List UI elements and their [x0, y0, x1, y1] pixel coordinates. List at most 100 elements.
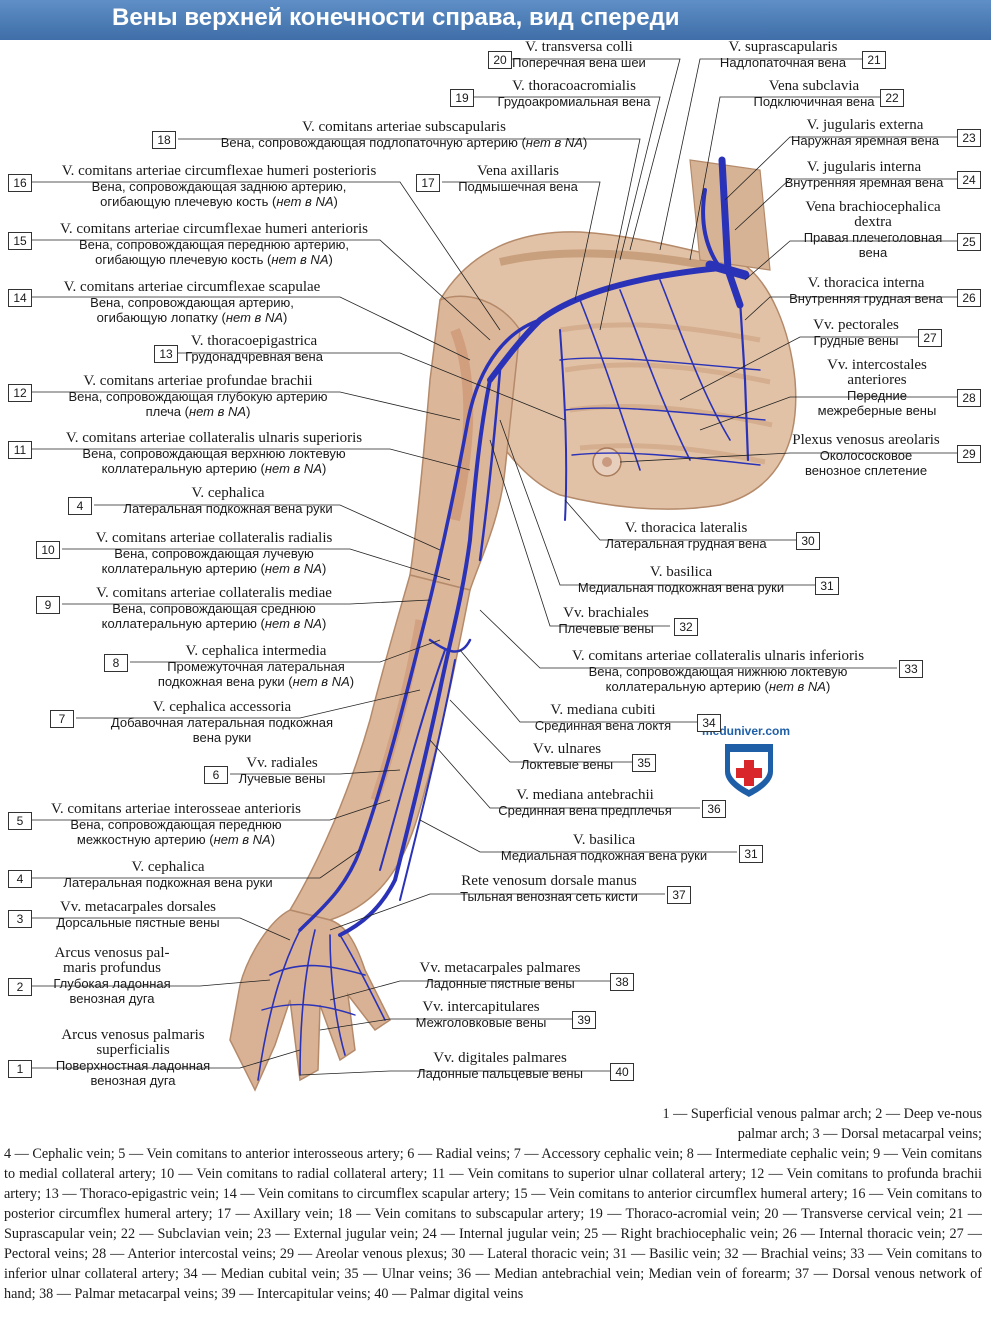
russian-term: Латеральная подкожная вена руки: [123, 501, 333, 516]
label-number: 32: [674, 618, 698, 636]
latin-term: Vv. pectorales: [813, 317, 899, 333]
label-number: 23: [957, 129, 981, 147]
russian-term: Ладонные пястные вены: [425, 976, 575, 991]
russian-term: Вена, сопровождающая нижнюю локтевую: [588, 664, 848, 679]
russian-term: Вена, сопровождающая глубокую артерию: [68, 389, 328, 404]
russian-term: огибающую лопатку (нет в NA): [96, 310, 288, 325]
russian-term: Вена, сопровождающая артерию,: [90, 295, 294, 310]
russian-term: Вена, сопровождающая переднюю: [70, 817, 282, 832]
latin-term: Arcus venosus pal-: [54, 945, 170, 961]
russian-term: Внутренняя грудная вена: [789, 291, 943, 306]
latin-term: Rete venosum dorsale manus: [461, 873, 637, 889]
label-number: 37: [667, 886, 691, 904]
label-number: 30: [796, 532, 820, 550]
russian-term: Промежуточная латеральная: [167, 659, 345, 674]
body-silhouette: [229, 159, 797, 1092]
russian-term: Дорсальные пястные вены: [56, 915, 220, 930]
russian-term: Грудонадчревная вена: [185, 349, 323, 364]
label-33: V. comitans arteriae collateralis ulnari…: [572, 649, 864, 695]
latin-term: V. comitans arteriae subscapularis: [302, 119, 506, 135]
russian-term: Срединная вена локтя: [534, 718, 672, 733]
latin-term: anteriores: [847, 372, 907, 388]
label-number: 9: [36, 596, 60, 614]
russian-term: Подмышечная вена: [458, 179, 578, 194]
latin-term: Arcus venosus palmaris: [61, 1027, 205, 1043]
russian-term: венозная дуга: [90, 1073, 176, 1088]
latin-term: V. jugularis externa: [806, 117, 924, 133]
russian-term: Околососковое: [819, 448, 913, 463]
anatomy-illustration: [32, 58, 957, 1092]
label-number: 17: [416, 174, 440, 192]
russian-term: Правая плечеголовная: [803, 230, 943, 245]
russian-term: Вена, сопровождающая подлопаточную артер…: [220, 135, 588, 150]
russian-term: Вена, сопровождающая среднюю: [112, 601, 316, 616]
russian-term: плеча (нет в NA): [145, 404, 251, 419]
title-bar: Вены верхней конечности справа, вид спер…: [0, 0, 991, 40]
latin-term: V. jugularis interna: [806, 159, 922, 175]
russian-term: Добавочная латеральная подкожная: [110, 715, 334, 730]
label-number: 16: [8, 174, 32, 192]
figure-legend: 1 — Superficial venous palmar arch; 2 — …: [4, 1104, 982, 1304]
russian-term: Надлопаточная вена: [719, 55, 847, 70]
label-number: 33: [899, 660, 923, 678]
latin-term: V. basilica: [572, 832, 636, 848]
russian-term: вена руки: [192, 730, 252, 745]
latin-term: V. comitans arteriae circumflexae scapul…: [63, 279, 321, 295]
russian-term: огибающую плечевую кость (нет в NA): [100, 194, 338, 209]
latin-term: V. cephalica: [191, 485, 265, 501]
label-number: 19: [450, 89, 474, 107]
russian-term: коллатеральную артерию (нет в NA): [605, 679, 831, 694]
label-number: 4: [8, 870, 32, 888]
latin-term: V. cephalica: [131, 859, 205, 875]
latin-term: Vena axillaris: [476, 163, 560, 179]
latin-term: Vena subclavia: [768, 78, 860, 94]
latin-term: V. suprascapularis: [728, 39, 838, 55]
label-number: 10: [36, 541, 60, 559]
latin-term: V. basilica: [649, 564, 713, 580]
russian-term: венозная дуга: [69, 991, 155, 1006]
label-number: 25: [957, 233, 981, 251]
latin-term: Plexus venosus areolaris: [792, 432, 940, 448]
russian-term: Наружная яремная вена: [790, 133, 940, 148]
label-number: 11: [8, 441, 32, 459]
label-number: 29: [957, 445, 981, 463]
label-9: V. comitans arteriae collateralis mediae…: [96, 586, 332, 632]
russian-term: Поперечная вена шеи: [512, 55, 646, 70]
russian-term: огибающую плечевую кость (нет в NA): [95, 252, 333, 267]
russian-term: Лучевые вены: [238, 771, 326, 786]
legend-body: 4 — Cephalic vein; 5 — Vein comitans to …: [4, 1146, 982, 1302]
label-number: 39: [572, 1011, 596, 1029]
latin-term: Vv. metacarpales palmares: [419, 960, 581, 976]
russian-term: межреберные вены: [817, 403, 937, 418]
latin-term: V. cephalica intermedia: [185, 643, 327, 659]
russian-term: Тыльная венозная сеть кисти: [460, 889, 638, 904]
latin-term: Vv. ulnares: [532, 741, 602, 757]
latin-term: superficialis: [96, 1042, 170, 1058]
russian-term: Медиальная подкожная вена руки: [577, 580, 785, 595]
latin-term: V. thoracica interna: [807, 275, 925, 291]
russian-term: Грудоакромиальная вена: [497, 94, 651, 109]
label-number: 35: [632, 754, 656, 772]
russian-term: Плечевые вены: [558, 621, 654, 636]
russian-term: Вена, сопровождающая заднюю артерию,: [91, 179, 347, 194]
label-number: 1: [8, 1060, 32, 1078]
label-number: 3: [8, 910, 32, 928]
